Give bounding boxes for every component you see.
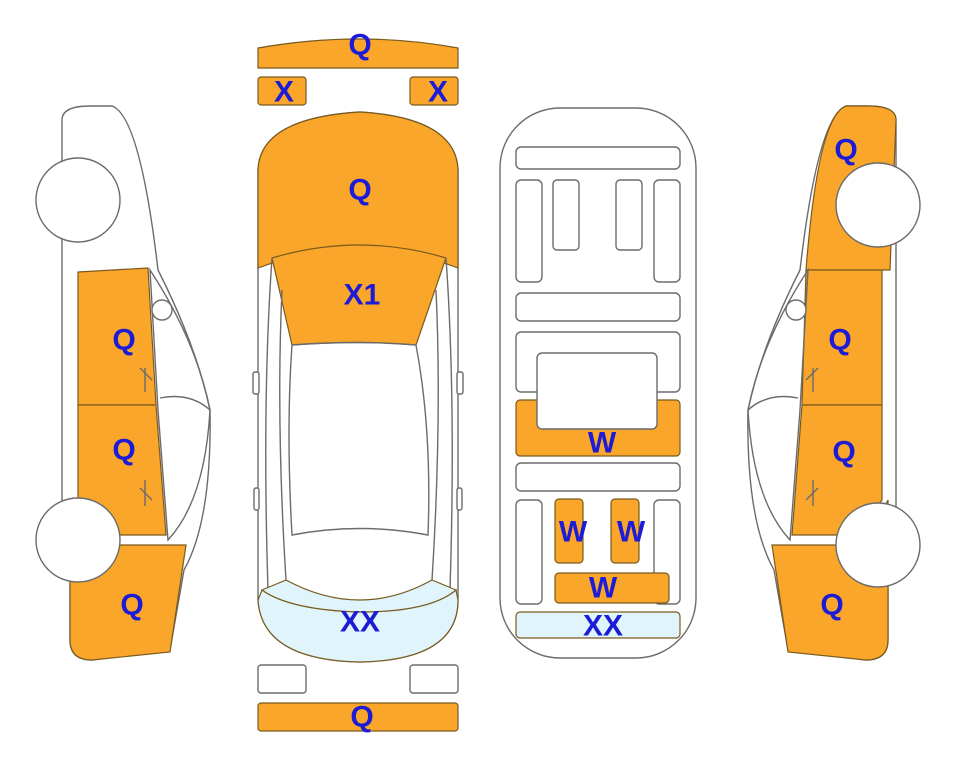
left-front-wheel — [35, 157, 121, 243]
left-handle — [253, 487, 260, 511]
tail-lamp-left — [257, 664, 307, 694]
left-rear-door-label: Q — [112, 434, 135, 467]
front-lamp-left-label: X — [274, 76, 294, 109]
left-rear-quarter-label: Q — [120, 589, 143, 622]
right-mirror-circle — [785, 299, 807, 321]
right-pillar-line-2 — [431, 289, 439, 581]
right-front-quarter-label: Q — [834, 134, 857, 167]
interior-seat-right-zone[interactable] — [610, 498, 640, 564]
left-rear-wheel — [35, 497, 121, 583]
front-side-left — [515, 179, 543, 283]
rear-glass-upper[interactable] — [260, 579, 458, 613]
interior-view: W W W W XX — [499, 107, 697, 659]
right-handle-front — [805, 367, 819, 392]
right-pillar-line — [445, 257, 453, 591]
left-window-line — [159, 395, 211, 411]
tail-lamp-right — [409, 664, 459, 694]
right-front-door-label: Q — [828, 324, 851, 357]
front-seat-right — [615, 179, 643, 251]
interior-rear-bench-label: W — [589, 572, 618, 605]
front-lamp-left-zone[interactable] — [257, 76, 307, 106]
rear-bumper-label: Q — [350, 701, 373, 734]
windshield-label: X1 — [344, 279, 381, 312]
left-mirror-circle — [151, 299, 173, 321]
front-lamp-right-label: X — [428, 76, 448, 109]
front-bumper-zone[interactable] — [257, 38, 459, 69]
left-window-outline — [149, 267, 211, 542]
left-mirror — [252, 371, 260, 395]
rear-glass-label: XX — [340, 606, 380, 639]
rear-bumper-zone[interactable] — [257, 702, 459, 732]
left-side-view: Q Q Q Q — [35, 105, 211, 661]
left-handle-rear — [139, 480, 153, 506]
top-view: Q X X Q X1 XX Q — [252, 29, 464, 734]
right-rear-door-label: Q — [832, 436, 855, 469]
left-pillar-line — [265, 257, 273, 591]
right-front-wheel — [835, 162, 921, 248]
right-side-view: Q Q Q Q — [747, 105, 921, 661]
center-console — [536, 352, 658, 430]
interior-seat-right-label: W — [617, 516, 646, 549]
right-mirror — [456, 371, 464, 395]
hood-label: Q — [348, 174, 371, 207]
interior-trunk-zone[interactable] — [515, 611, 681, 639]
interior-seat-left-zone[interactable] — [554, 498, 584, 564]
right-rear-quarter-label: Q — [820, 589, 843, 622]
console-bar — [515, 292, 681, 322]
rear-bar — [515, 462, 681, 492]
interior-seat-left-label: W — [559, 516, 588, 549]
left-handle-front — [139, 367, 153, 392]
interior-front-row-label: W — [588, 427, 617, 460]
front-seat-left — [552, 179, 580, 251]
right-rear-wheel — [835, 502, 921, 588]
left-front-door-label: Q — [112, 324, 135, 357]
rear-side-left — [515, 499, 543, 605]
front-bumper-label: Q — [348, 29, 371, 62]
dash-panel — [515, 146, 681, 170]
interior-rear-bench-zone[interactable] — [554, 572, 670, 604]
right-window-line — [747, 395, 799, 411]
right-handle — [456, 487, 463, 511]
right-window-outline — [747, 267, 809, 542]
front-side-right — [653, 179, 681, 283]
left-pillar-line-2 — [279, 289, 287, 581]
right-handle-rear — [805, 480, 819, 506]
front-lamp-right-zone[interactable] — [409, 76, 459, 106]
roof-outline — [288, 341, 430, 536]
interior-trunk-label: XX — [583, 610, 623, 643]
